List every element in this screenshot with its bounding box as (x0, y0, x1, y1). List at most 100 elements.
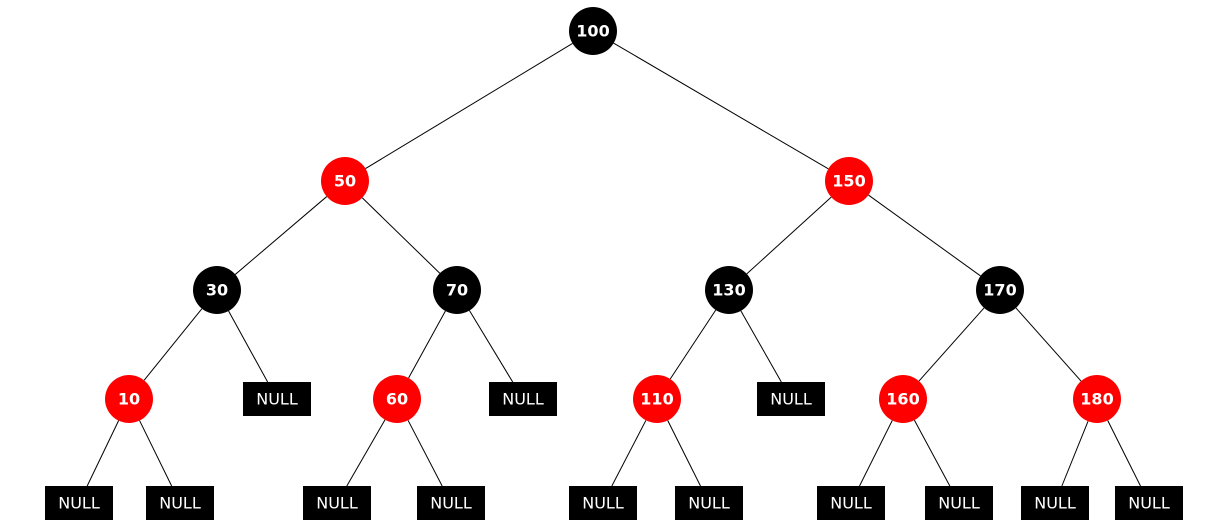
node-circle-red (105, 375, 153, 423)
null-leaf: NULL (675, 486, 743, 520)
node-label: 100 (576, 22, 609, 41)
edge-n10-null10l (86, 420, 120, 487)
edge-n170-n180 (1015, 307, 1082, 382)
tree-node-60: 60 (373, 375, 421, 423)
null-leaf-box (1115, 486, 1183, 520)
edge-n60-null60l (346, 419, 386, 487)
null-leaf: NULL (569, 486, 637, 520)
node-label: 30 (206, 281, 228, 300)
null-leaf-label: NULL (1128, 494, 1170, 513)
node-label: 110 (640, 390, 673, 409)
node-label: 160 (886, 390, 919, 409)
edge-n170-n160 (918, 307, 985, 382)
null-leaf: NULL (1021, 486, 1089, 520)
edge-n110-null110r (667, 420, 701, 487)
null-leaf: NULL (303, 486, 371, 520)
null-leaf: NULL (1115, 486, 1183, 520)
edge-n180-null180r (1107, 420, 1141, 487)
null-leaf-label: NULL (316, 494, 358, 513)
null-leaf-box (417, 486, 485, 520)
node-circle-black (193, 266, 241, 314)
edge-n60-null60r (407, 420, 443, 487)
tree-node-150: 150 (825, 157, 873, 205)
null-leaf: NULL (925, 486, 993, 520)
tree-node-170: 170 (976, 266, 1024, 314)
null-leaf: NULL (757, 382, 825, 416)
null-leaf: NULL (489, 382, 557, 416)
null-leaf-label: NULL (688, 494, 730, 513)
null-leaf: NULL (146, 486, 214, 520)
null-leaf-box (489, 382, 557, 416)
node-circle-red (633, 375, 681, 423)
edge-n10-null10r (139, 420, 173, 487)
null-leaf-box (757, 382, 825, 416)
null-leaf-label: NULL (502, 390, 544, 409)
edge-n160-null160r (913, 419, 951, 487)
tree-node-180: 180 (1073, 375, 1121, 423)
null-leaf-box (146, 486, 214, 520)
edge-n110-null110l (611, 420, 647, 487)
null-leaf-label: NULL (159, 494, 201, 513)
null-leaf-box (817, 486, 885, 520)
node-circle-red (321, 157, 369, 205)
null-leaf-label: NULL (830, 494, 872, 513)
null-leaf-box (569, 486, 637, 520)
edge-n150-n130 (746, 196, 832, 275)
tree-node-70: 70 (433, 266, 481, 314)
null-leaf-label: NULL (582, 494, 624, 513)
edge-n130-n110 (669, 309, 717, 380)
node-circle-black (976, 266, 1024, 314)
node-label: 50 (334, 172, 356, 191)
node-circle-red (825, 157, 873, 205)
tree-null-leaves: NULL NULL NULL NULL NULL NULL NULL NULL NULL NULL… (45, 382, 1183, 520)
null-leaf-label: NULL (770, 390, 812, 409)
null-leaf-box (925, 486, 993, 520)
node-label: 150 (832, 172, 865, 191)
node-label: 130 (712, 281, 745, 300)
null-leaf-box (243, 382, 311, 416)
node-circle-black (705, 266, 753, 314)
edge-n150-n170 (868, 194, 981, 277)
edge-n30-null30r (228, 310, 269, 383)
edge-n180-null180l (1061, 421, 1089, 487)
node-circle-red (373, 375, 421, 423)
tree-node-110: 110 (633, 375, 681, 423)
node-circle-red (1073, 375, 1121, 423)
edge-n30-n10 (143, 308, 203, 381)
node-label: 180 (1080, 390, 1113, 409)
node-circle-black (433, 266, 481, 314)
null-leaf-box (675, 486, 743, 520)
null-leaf-label: NULL (58, 494, 100, 513)
tree-nodes: 100 50 150 30 70 130 170 10 60 110 160 180 (105, 7, 1121, 423)
edge-n160-null160l (859, 420, 893, 487)
null-leaf-box (1021, 486, 1089, 520)
null-leaf-label: NULL (938, 494, 980, 513)
edge-n70-n60 (408, 310, 446, 379)
tree-node-160: 160 (879, 375, 927, 423)
null-leaf-box (45, 486, 113, 520)
edge-n130-null130r (740, 310, 782, 383)
null-leaf-label: NULL (256, 390, 298, 409)
node-label: 10 (118, 390, 140, 409)
null-leaf: NULL (817, 486, 885, 520)
node-circle-black (569, 7, 617, 55)
edge-n100-n150 (613, 42, 829, 170)
tree-node-30: 30 (193, 266, 241, 314)
edge-n50-n70 (361, 197, 441, 274)
tree-node-100: 100 (569, 7, 617, 55)
node-circle-red (879, 375, 927, 423)
tree-node-50: 50 (321, 157, 369, 205)
edge-n70-null70r (469, 310, 514, 383)
tree-node-10: 10 (105, 375, 153, 423)
edge-n50-n30 (234, 196, 328, 275)
null-leaf-label: NULL (1034, 494, 1076, 513)
null-leaf: NULL (243, 382, 311, 416)
null-leaf: NULL (417, 486, 485, 520)
tree-node-130: 130 (705, 266, 753, 314)
null-leaf: NULL (45, 486, 113, 520)
node-label: 70 (446, 281, 468, 300)
null-leaf-label: NULL (430, 494, 472, 513)
node-label: 170 (983, 281, 1016, 300)
tree-edges (86, 42, 1141, 487)
